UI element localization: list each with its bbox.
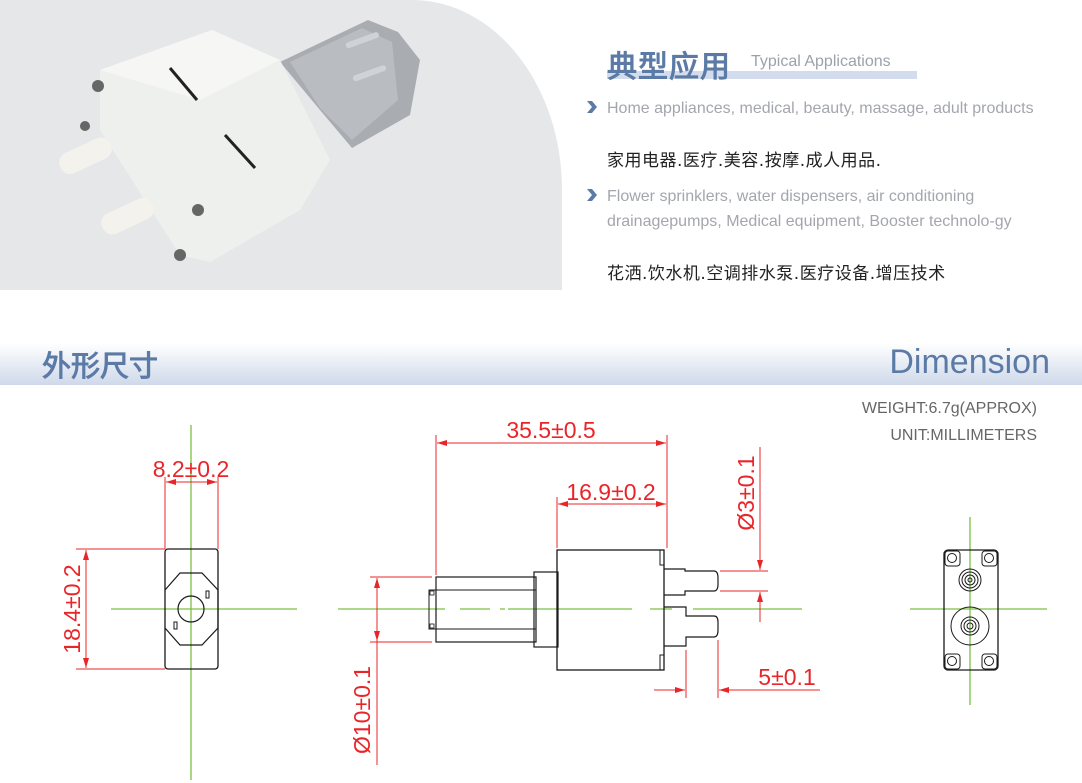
pump-length-label: 16.9±0.2 (566, 479, 655, 505)
typical-applications: 典型应用 Typical Applications Home appliance… (585, 40, 1065, 284)
front-height-label: 18.4±0.2 (59, 564, 85, 653)
application-cn: 家用电器.医疗.美容.按摩.成人用品. (607, 151, 882, 171)
application-en: Flower sprinklers, water dispensers, air… (607, 188, 1012, 230)
nozzles (59, 137, 154, 235)
dimension-meta: WEIGHT:6.7g(APPROX) UNIT:MILLIMETERS (862, 395, 1037, 449)
dimension-title-en: Dimension (889, 343, 1050, 381)
motor-can (280, 20, 420, 148)
product-photo-panel (0, 0, 562, 290)
motor-diameter-label: Ø10±0.1 (349, 666, 375, 754)
applications-heading: 典型应用 Typical Applications (585, 40, 1065, 85)
overall-length-label: 35.5±0.5 (506, 417, 595, 443)
front-width-label: 8.2±0.2 (153, 456, 230, 482)
chevron-right-icon (587, 189, 597, 201)
side-view: 35.5±0.5 16.9±0.2 Ø3±0.1 Ø10±0.1 5±0.1 (338, 417, 820, 765)
application-cn: 花洒.饮水机.空调排水泵.医疗设备.增压技术 (607, 264, 946, 284)
pump-body (80, 30, 330, 262)
heading-underline (607, 71, 917, 79)
dimension-header: 外形尺寸 Dimension (0, 343, 1082, 385)
nozzle-diameter-label: Ø3±0.1 (733, 455, 759, 530)
weight-label: WEIGHT:6.7g(APPROX) (861, 400, 1037, 417)
chevron-right-icon (587, 101, 597, 113)
dimension-title-cn: 外形尺寸 (42, 349, 159, 383)
application-en: Home appliances, medical, beauty, massag… (607, 100, 1034, 117)
nozzle-length-label: 5±0.1 (758, 664, 815, 690)
pump-photo (59, 20, 420, 262)
applications-title-en: Typical Applications (751, 53, 891, 70)
unit-label: UNIT:MILLIMETERS (890, 427, 1037, 444)
front-view: 8.2±0.2 18.4±0.2 (59, 425, 297, 780)
rear-view (910, 517, 1047, 705)
applications-title-cn: 典型应用 (607, 50, 731, 85)
